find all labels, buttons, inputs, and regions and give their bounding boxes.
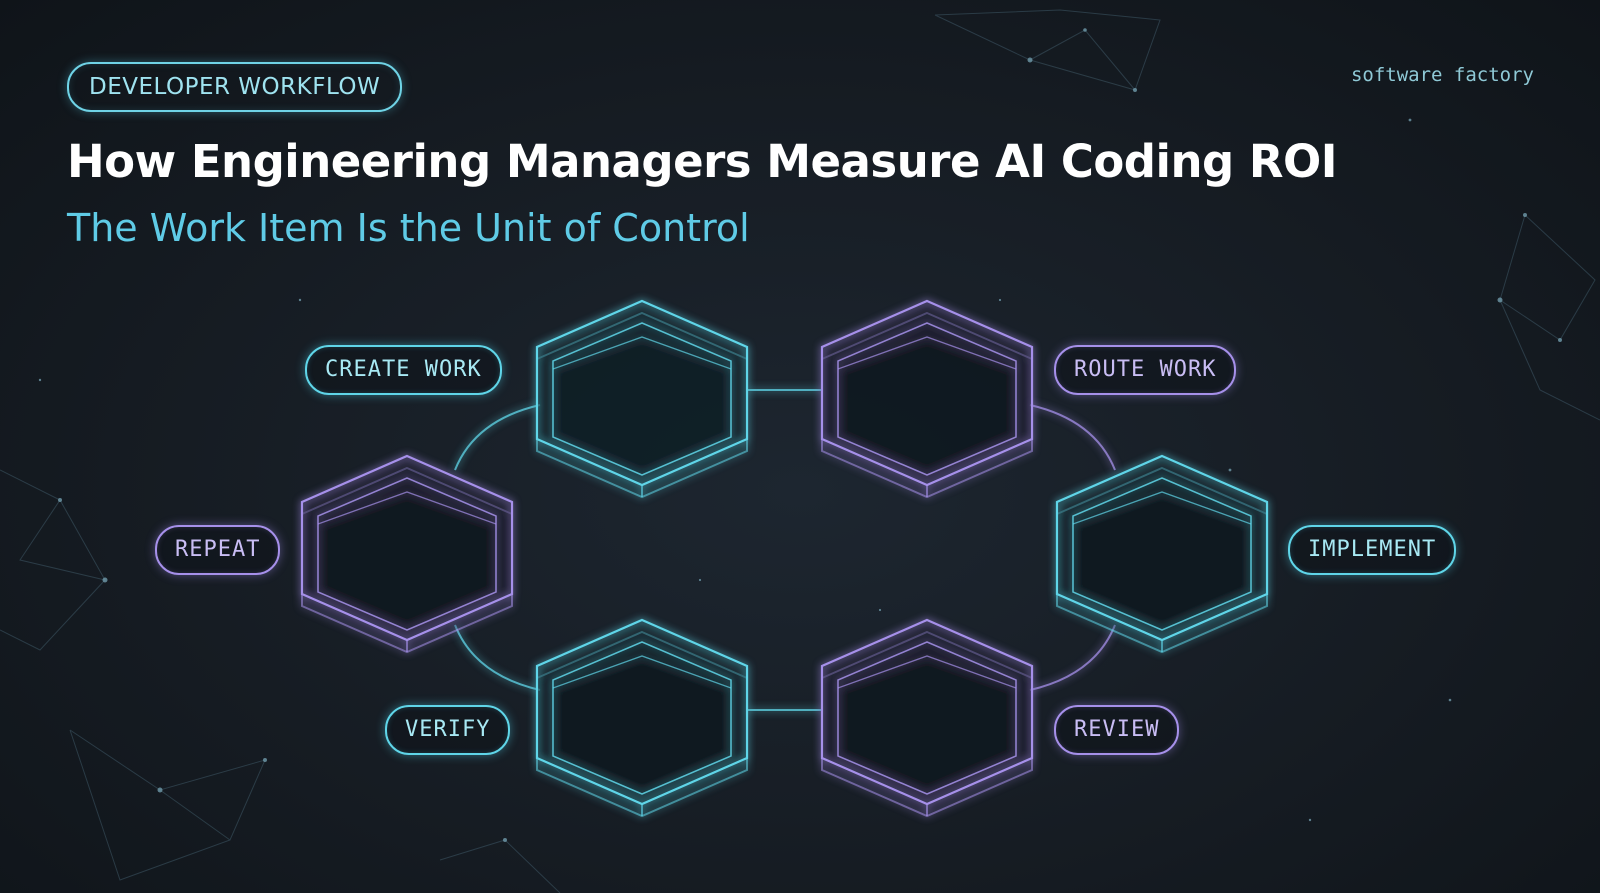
step-label-implement: IMPLEMENT xyxy=(1288,525,1457,575)
connector-verify-repeat xyxy=(454,624,541,691)
step-label-verify: VERIFY xyxy=(385,705,511,755)
page-subtitle: The Work Item Is the Unit of Control xyxy=(67,206,750,250)
step-hexagon-verify xyxy=(535,618,749,818)
step-label-review: REVIEW xyxy=(1054,705,1180,755)
step-hexagon-review xyxy=(820,618,1034,818)
page-title: How Engineering Managers Measure AI Codi… xyxy=(67,135,1338,188)
step-hexagon-repeat xyxy=(300,454,514,654)
connector-repeat-create xyxy=(454,404,541,471)
connector-implement-review xyxy=(1029,624,1116,691)
step-hexagon-create-work xyxy=(535,299,749,499)
connector-route-implement xyxy=(1029,404,1116,471)
step-hexagon-implement xyxy=(1055,454,1269,654)
category-badge: DEVELOPER WORKFLOW xyxy=(67,62,403,112)
step-hexagon-route-work xyxy=(820,299,1034,499)
step-label-create-work: CREATE WORK xyxy=(305,345,502,395)
brand-label: software factory xyxy=(1350,64,1534,86)
step-label-route-work: ROUTE WORK xyxy=(1054,345,1237,395)
step-label-repeat: REPEAT xyxy=(155,525,281,575)
